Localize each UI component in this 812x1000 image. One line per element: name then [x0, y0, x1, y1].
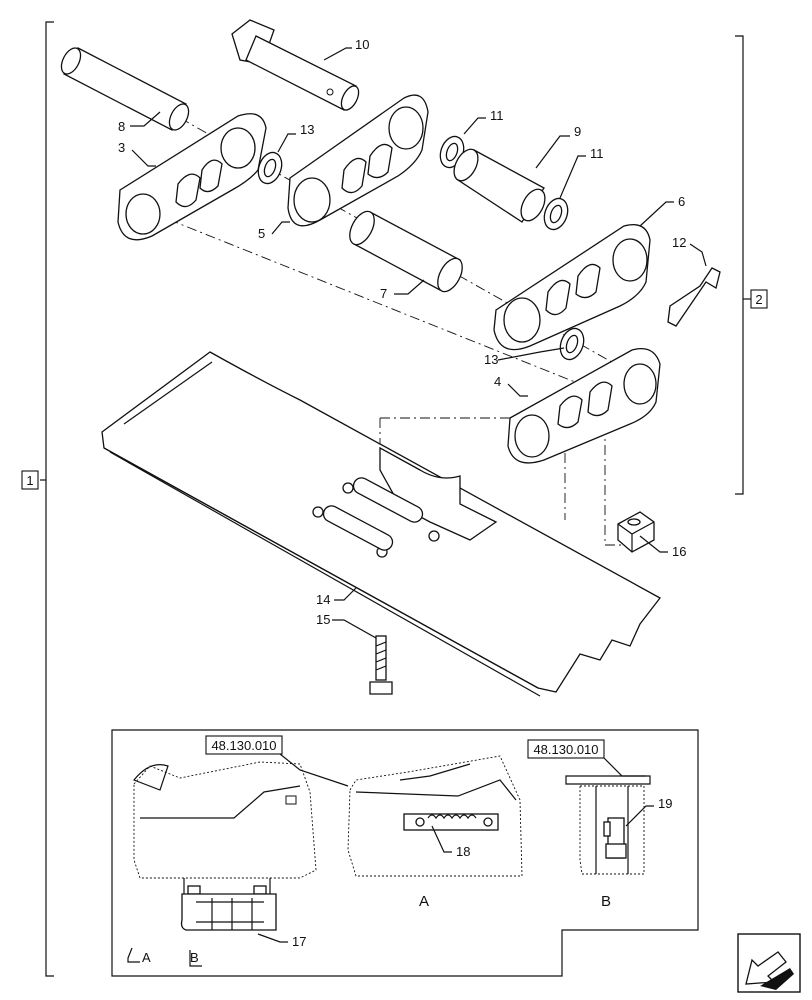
callout-15: 15 [316, 612, 330, 627]
reference-label-right: 48.130.010 [533, 742, 598, 757]
pin-12 [667, 267, 721, 327]
callout-19: 19 [658, 796, 672, 811]
callout-17: 17 [292, 934, 306, 949]
next-page-arrow-icon[interactable] [737, 933, 801, 993]
detail-views-panel: 17 48.130.010 18 A 48.130.010 19 B [111, 729, 699, 977]
bracket-item-2: 2 [735, 35, 768, 495]
callout-16: 16 [672, 544, 686, 559]
track-link-6 [493, 223, 651, 351]
seal-washer-13-lower [559, 327, 585, 361]
callout-2: 2 [755, 292, 762, 307]
callout-9: 9 [574, 124, 581, 139]
callout-7: 7 [380, 286, 387, 301]
callout-14: 14 [316, 592, 330, 607]
callout-13-lower: 13 [484, 352, 498, 367]
seal-washer-13-upper [257, 151, 283, 185]
track-link-5 [287, 94, 429, 227]
callout-3: 3 [118, 140, 125, 155]
callout-6: 6 [678, 194, 685, 209]
track-link-4 [507, 347, 661, 464]
bracket-item-1: 1 [21, 21, 54, 977]
view-label-b: B [601, 893, 611, 910]
bolt-15 [369, 635, 393, 695]
callout-5: 5 [258, 226, 265, 241]
wear-bar-18 [403, 813, 499, 831]
section-marker-b: B [190, 950, 199, 965]
callout-11-right: 11 [590, 146, 604, 161]
view-label-a: A [419, 893, 429, 910]
callout-18: 18 [456, 844, 470, 859]
section-marker-a: A [142, 950, 151, 965]
callout-8: 8 [118, 119, 125, 134]
track-shoe-14 [101, 351, 661, 697]
callout-leaders: 10 8 3 13 11 9 11 5 6 12 7 13 4 16 14 15 [118, 37, 707, 639]
seal-washer-11-right [543, 197, 569, 231]
callout-12: 12 [672, 235, 686, 250]
callout-13-upper: 13 [300, 122, 314, 137]
bushing-9 [453, 148, 546, 223]
pin-8 [60, 47, 190, 131]
pin-19 [603, 817, 627, 859]
track-link-3 [117, 113, 267, 241]
callout-11-left: 11 [490, 108, 504, 123]
master-pin-10 [231, 19, 360, 111]
reference-label-left: 48.130.010 [211, 738, 276, 753]
nut-16 [617, 511, 655, 553]
callout-1: 1 [26, 473, 33, 488]
track-guard-17 [180, 878, 277, 931]
callout-10: 10 [355, 37, 369, 52]
callout-4: 4 [494, 374, 501, 389]
bushing-7 [349, 210, 463, 293]
